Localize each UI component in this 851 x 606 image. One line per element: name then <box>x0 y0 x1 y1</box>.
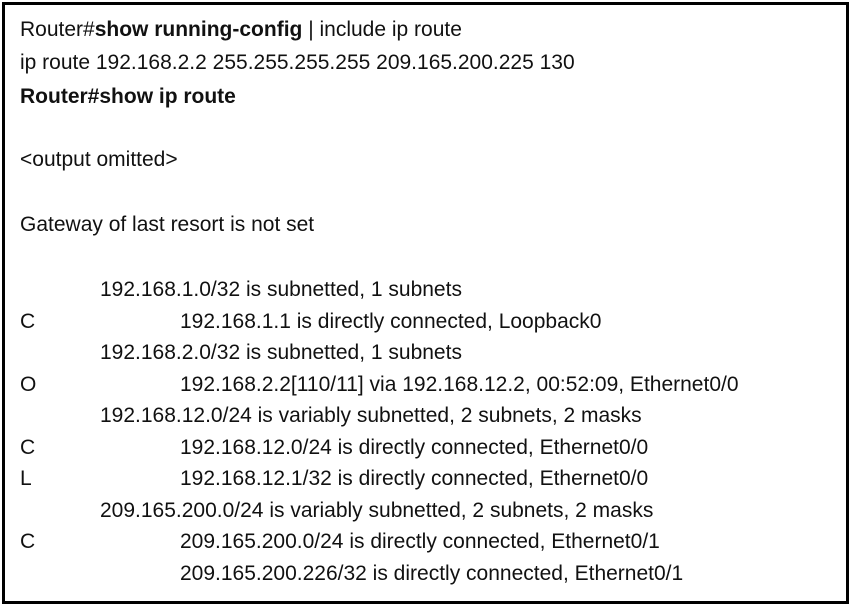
route-text: 192.168.12.0/24 is directly connected, E… <box>180 436 649 459</box>
command-filter: | include ip route <box>302 18 462 41</box>
route-text: 192.168.12.0/24 is variably subnetted, 2… <box>100 404 642 427</box>
route-text: 209.165.200.226/32 is directly connected… <box>180 562 684 585</box>
command-line-show-running-config: Router#show running-config | include ip … <box>20 17 462 43</box>
route-text: 192.168.12.1/32 is directly connected, E… <box>180 467 649 490</box>
route-text: 192.168.1.1 is directly connected, Loopb… <box>180 310 602 333</box>
prompt: Router# <box>20 18 95 41</box>
route-text: 209.165.200.0/24 is directly connected, … <box>180 530 660 553</box>
config-static-route-line: ip route 192.168.2.2 255.255.255.255 209… <box>20 51 575 74</box>
prompt: Router# <box>20 85 100 108</box>
route-code: C <box>20 436 36 459</box>
route-code: C <box>20 310 36 333</box>
route-code: C <box>20 530 36 553</box>
gateway-of-last-resort-line: Gateway of last resort is not set <box>20 213 315 236</box>
output-omitted-line: <output omitted> <box>20 148 178 171</box>
route-text: 209.165.200.0/24 is variably subnetted, … <box>100 499 654 522</box>
route-code: L <box>20 467 32 490</box>
route-code: O <box>20 373 37 396</box>
route-text: 192.168.2.2[110/11] via 192.168.12.2, 00… <box>180 373 739 396</box>
command-text: show ip route <box>99 85 236 108</box>
command-line-show-ip-route: Router#show ip route <box>20 84 236 110</box>
route-text: 192.168.2.0/32 is subnetted, 1 subnets <box>100 341 462 364</box>
route-text: 192.168.1.0/32 is subnetted, 1 subnets <box>100 278 462 301</box>
command-text: show running-config <box>94 18 303 41</box>
